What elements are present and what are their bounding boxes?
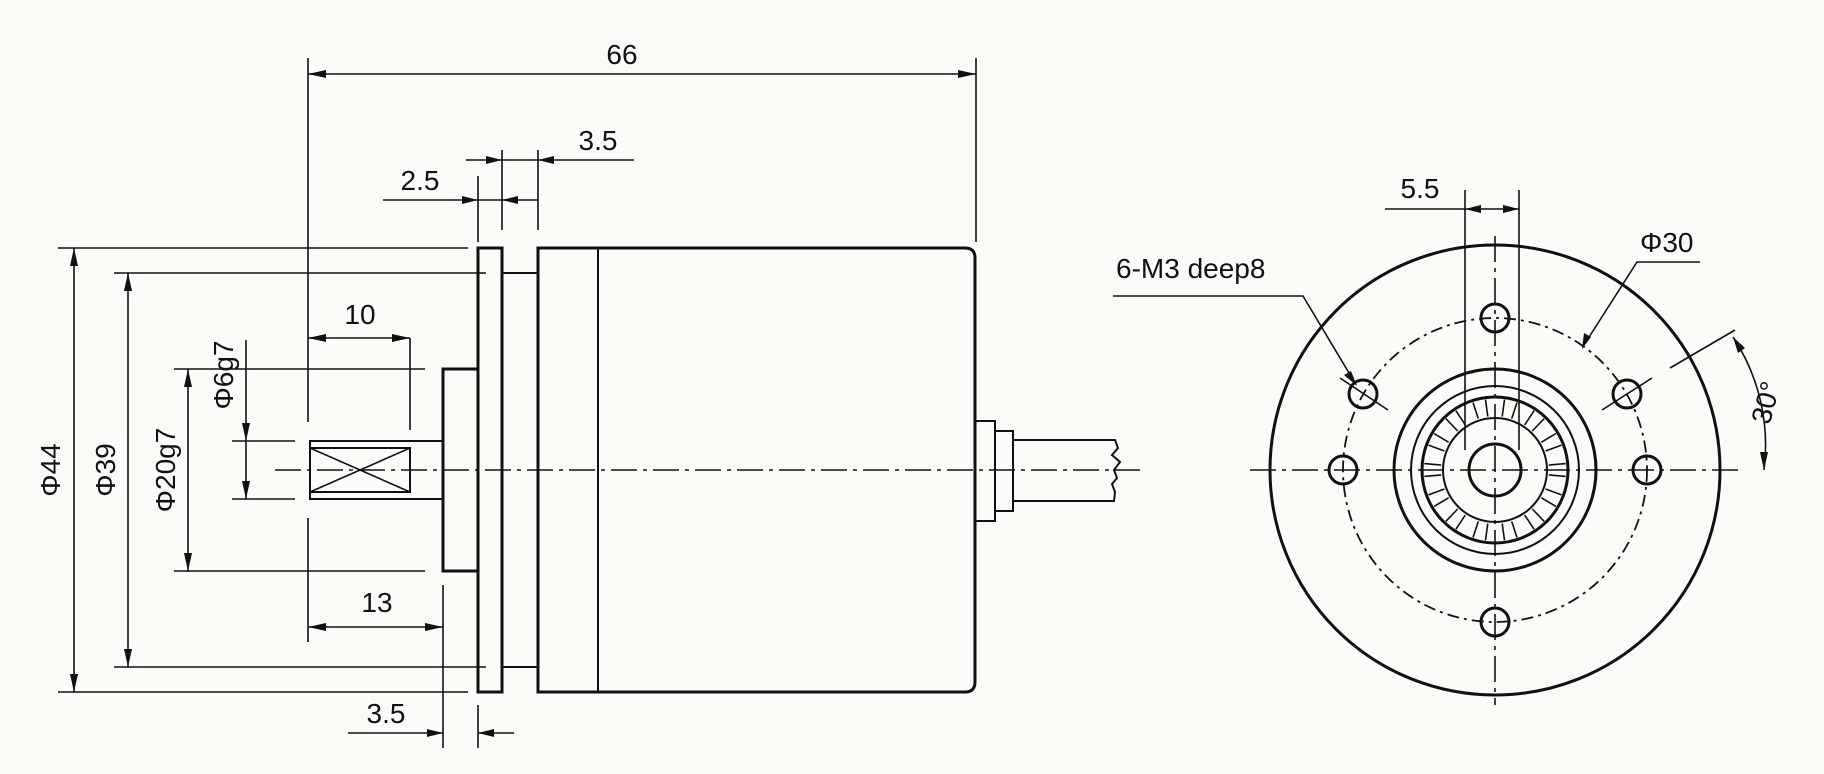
arrowhead [392, 334, 410, 342]
arrowhead [1344, 371, 1357, 386]
mounting-hole [1347, 378, 1379, 410]
front-view: 5.5 6-M3 deep8 Φ30 30° [1113, 173, 1786, 705]
encoder-body [536, 246, 977, 694]
arrowhead [462, 196, 478, 204]
angle-ref-line [1669, 329, 1736, 369]
hole-centerline [1339, 377, 1389, 411]
arrowhead [308, 334, 326, 342]
arrowhead [427, 729, 443, 737]
arrowhead [242, 423, 250, 441]
dim-boss-diameter-label: Φ20g7 [150, 428, 181, 513]
hole-centerline [1601, 377, 1653, 411]
mounting-hole [1611, 378, 1643, 410]
arrowhead [1582, 333, 1591, 349]
side-view: 66 2.5 3.5 10 13 3.5 Φ44 [35, 39, 1140, 748]
bearing-balls [1424, 399, 1566, 541]
arrowhead [1465, 205, 1481, 213]
dim-body-diameter-label: Φ44 [35, 443, 66, 496]
cable [1013, 439, 1122, 502]
arrowhead [242, 481, 250, 499]
arrowhead [308, 623, 326, 631]
angle-label: 30° [1745, 378, 1786, 427]
arrowhead [425, 623, 443, 631]
holes-leader [1113, 295, 1356, 384]
dim-length-label: 66 [606, 39, 637, 70]
cable-nut [994, 430, 1014, 512]
bolt-circle-label: Φ30 [1640, 227, 1693, 258]
arrowhead [486, 156, 502, 164]
dim-key-length-label: 10 [344, 299, 375, 330]
dim-flange-diameter-label: Φ39 [90, 443, 121, 496]
arrowhead [1503, 205, 1519, 213]
holes-label: 6-M3 deep8 [1116, 253, 1265, 284]
arrowhead [308, 70, 326, 78]
arrowhead [70, 674, 78, 692]
dim-shaft-length-label: 13 [361, 587, 392, 618]
arrowhead [538, 156, 554, 164]
arrowhead [184, 369, 192, 387]
arrowhead [184, 553, 192, 571]
dim-flange-thickness-label: 2.5 [401, 165, 440, 196]
dim-offset-label: 5.5 [1401, 173, 1440, 204]
arrowhead [124, 649, 132, 667]
dim-shaft-diameter-label: Φ6g7 [208, 340, 239, 409]
dim-flange-gap-label: 3.5 [579, 125, 618, 156]
bolt-circle-leader [1583, 261, 1700, 346]
arrowhead [958, 70, 976, 78]
dim-boss-length-label: 3.5 [367, 698, 406, 729]
arrowhead [1733, 337, 1745, 353]
arrowhead [1760, 452, 1768, 470]
cable-gland [974, 420, 996, 522]
arrowhead [70, 248, 78, 266]
arrowhead [124, 273, 132, 291]
